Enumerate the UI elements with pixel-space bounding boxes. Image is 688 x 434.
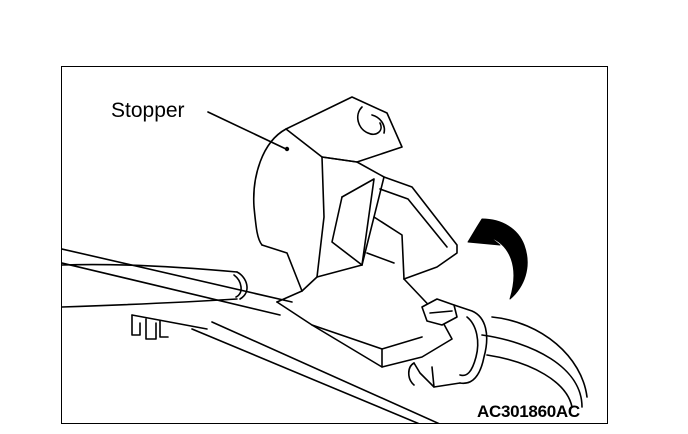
hose-clip [131,314,208,340]
rotation-arrow [467,218,528,300]
hose [62,263,248,308]
connector [407,298,488,388]
background-lines [62,248,588,423]
stopper-body [252,96,458,368]
figure-frame: Stopper AC301860AC [61,66,608,424]
callout-leader [207,111,290,152]
stopper-callout-label: Stopper [111,99,185,122]
figure-code: AC301860AC [477,402,580,421]
stopper-illustration [62,96,588,423]
